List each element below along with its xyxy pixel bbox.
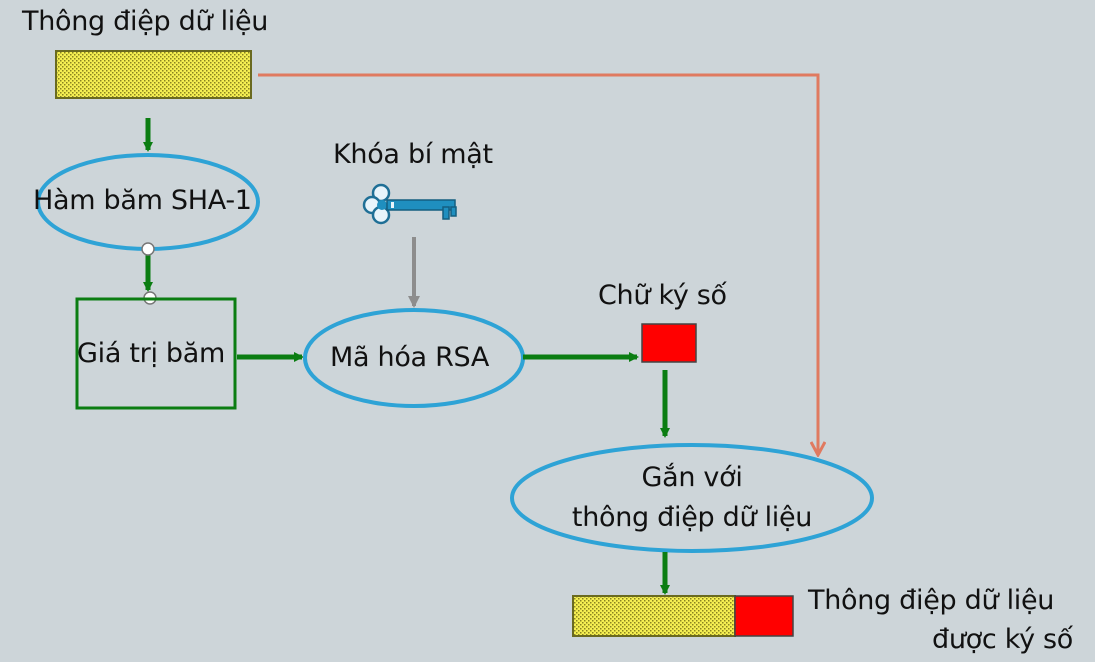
attach-ellipse: [510, 443, 874, 553]
signed-message-label-line2: được ký số: [932, 624, 1074, 655]
signed-message-label-line1: Thông điệp dữ liệu: [808, 585, 1055, 616]
message-to-attach-arrow: [258, 73, 818, 455]
message-box: [55, 50, 252, 99]
connector-dot-top: [141, 242, 155, 256]
signed-message-data: [572, 595, 736, 637]
key-icon: [362, 183, 457, 225]
hash-function-label: Hàm băm SHA-1: [33, 185, 252, 216]
signed-message-signature: [734, 595, 794, 637]
hash-value-label: Giá trị băm: [77, 338, 226, 369]
attach-label-line1: Gắn với: [641, 462, 743, 493]
attach-label-line2: thông điệp dữ liệu: [571, 502, 813, 533]
message-label: Thông điệp dữ liệu: [22, 6, 269, 37]
signature-label: Chữ ký số: [598, 280, 727, 311]
signature-box: [641, 323, 697, 363]
hash-value-box: [75, 297, 237, 410]
rsa-label: Mã hóa RSA: [330, 342, 490, 373]
private-key-label: Khóa bí mật: [333, 139, 493, 170]
